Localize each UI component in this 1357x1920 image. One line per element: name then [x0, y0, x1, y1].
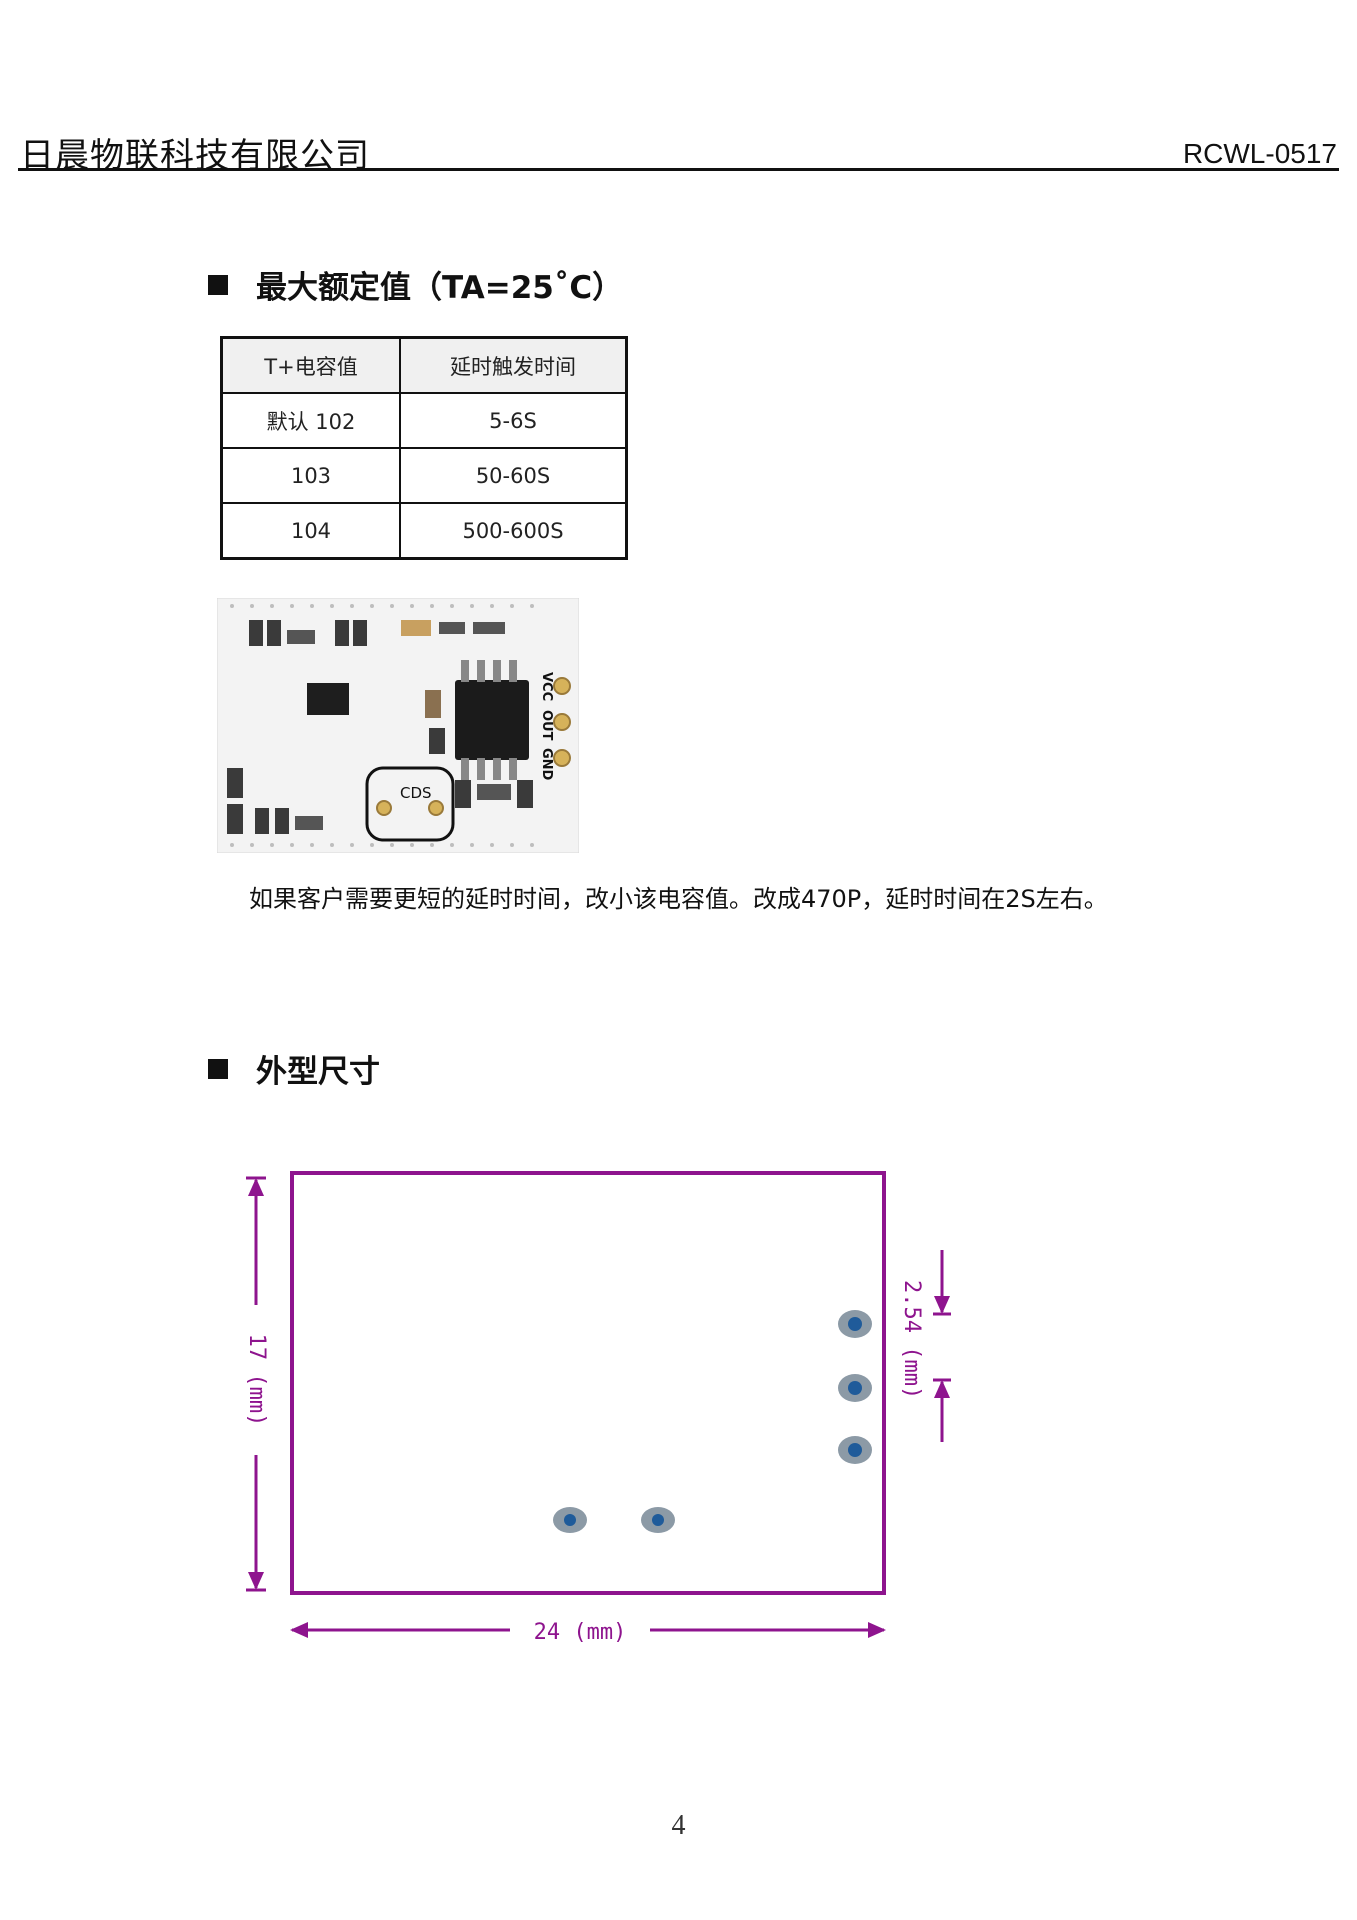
paragraph-text: 如果客户需要更短的延时时间，改小该电容值。改成470P，延时时间在2S左右。	[249, 885, 1108, 913]
header-divider	[18, 168, 1339, 171]
model-number: RCWL-0517	[1182, 138, 1337, 169]
section-title-ratings: 最大额定值（TA=25˚C）	[208, 262, 623, 307]
cds-pad	[428, 800, 444, 816]
square-bullet-icon	[208, 1058, 228, 1079]
height-label-bg	[244, 1305, 270, 1455]
delay-note-paragraph: 如果客户需要更短的延时时间，改小该电容值。改成470P，延时时间在2S左右。	[207, 872, 1167, 926]
pitch-label: 2.54 (mm)	[899, 1280, 924, 1399]
table-row: 103 50-60S	[220, 447, 628, 504]
arrow-up-icon	[248, 1178, 264, 1196]
table-row: 默认 102 5-6S	[220, 392, 628, 449]
page-number: 4	[671, 1810, 686, 1841]
width-label-bg	[510, 1618, 650, 1644]
delay-capacitor-table: T+电容值 延时触发时间 默认 102 5-6S 103 50-60S 104 …	[220, 336, 628, 560]
pin-pads-drawing	[553, 1310, 872, 1533]
section-title-text: 最大额定值（TA=25˚C）	[256, 270, 624, 306]
table-cell: 104	[220, 502, 401, 560]
section-title-dimensions: 外型尺寸	[208, 1046, 380, 1091]
pin-label-gnd: GND	[539, 748, 554, 781]
square-bullet-icon	[208, 274, 228, 295]
table-header-cell: T+电容值	[220, 336, 401, 394]
arrow-up-icon	[934, 1380, 950, 1398]
pcb-module-photo: VCC OUT GND CDS	[217, 598, 579, 853]
cds-label: CDS	[400, 784, 432, 802]
pin-pads	[553, 677, 571, 767]
pitch-dimension-group	[933, 1250, 951, 1442]
table-cell: 5-6S	[399, 392, 628, 449]
arrow-left-icon	[290, 1622, 308, 1638]
ic-chip	[455, 660, 529, 780]
table-header-cell: 延时触发时间	[399, 336, 628, 394]
table-row: 104 500-600S	[220, 502, 628, 560]
cds-outline	[365, 766, 455, 842]
pin-label-out: OUT	[539, 710, 554, 741]
arrow-down-icon	[934, 1296, 950, 1314]
section-title-text: 外型尺寸	[256, 1054, 380, 1090]
smd-components	[227, 620, 533, 834]
table-cell: 50-60S	[399, 447, 628, 504]
height-label: 17 (mm)	[244, 1334, 269, 1427]
table-header-row: T+电容值 延时触发时间	[220, 336, 628, 394]
cds-pad	[376, 800, 392, 816]
board-outline	[290, 1171, 886, 1595]
width-label: 24 (mm)	[534, 1620, 627, 1645]
table-cell: 103	[220, 447, 401, 504]
arrow-right-icon	[868, 1622, 886, 1638]
arrow-down-icon	[248, 1572, 264, 1590]
dimension-drawing: 24 (mm) 17 (mm) 2.54 (mm)	[244, 1171, 951, 1645]
table-cell: 500-600S	[399, 502, 628, 560]
pin-label-vcc: VCC	[539, 672, 554, 701]
table-cell: 默认 102	[220, 392, 401, 449]
pcb-edge-dots	[230, 604, 534, 847]
board-outline-group	[246, 1171, 886, 1638]
pin-labels: VCC OUT GND	[539, 672, 554, 781]
